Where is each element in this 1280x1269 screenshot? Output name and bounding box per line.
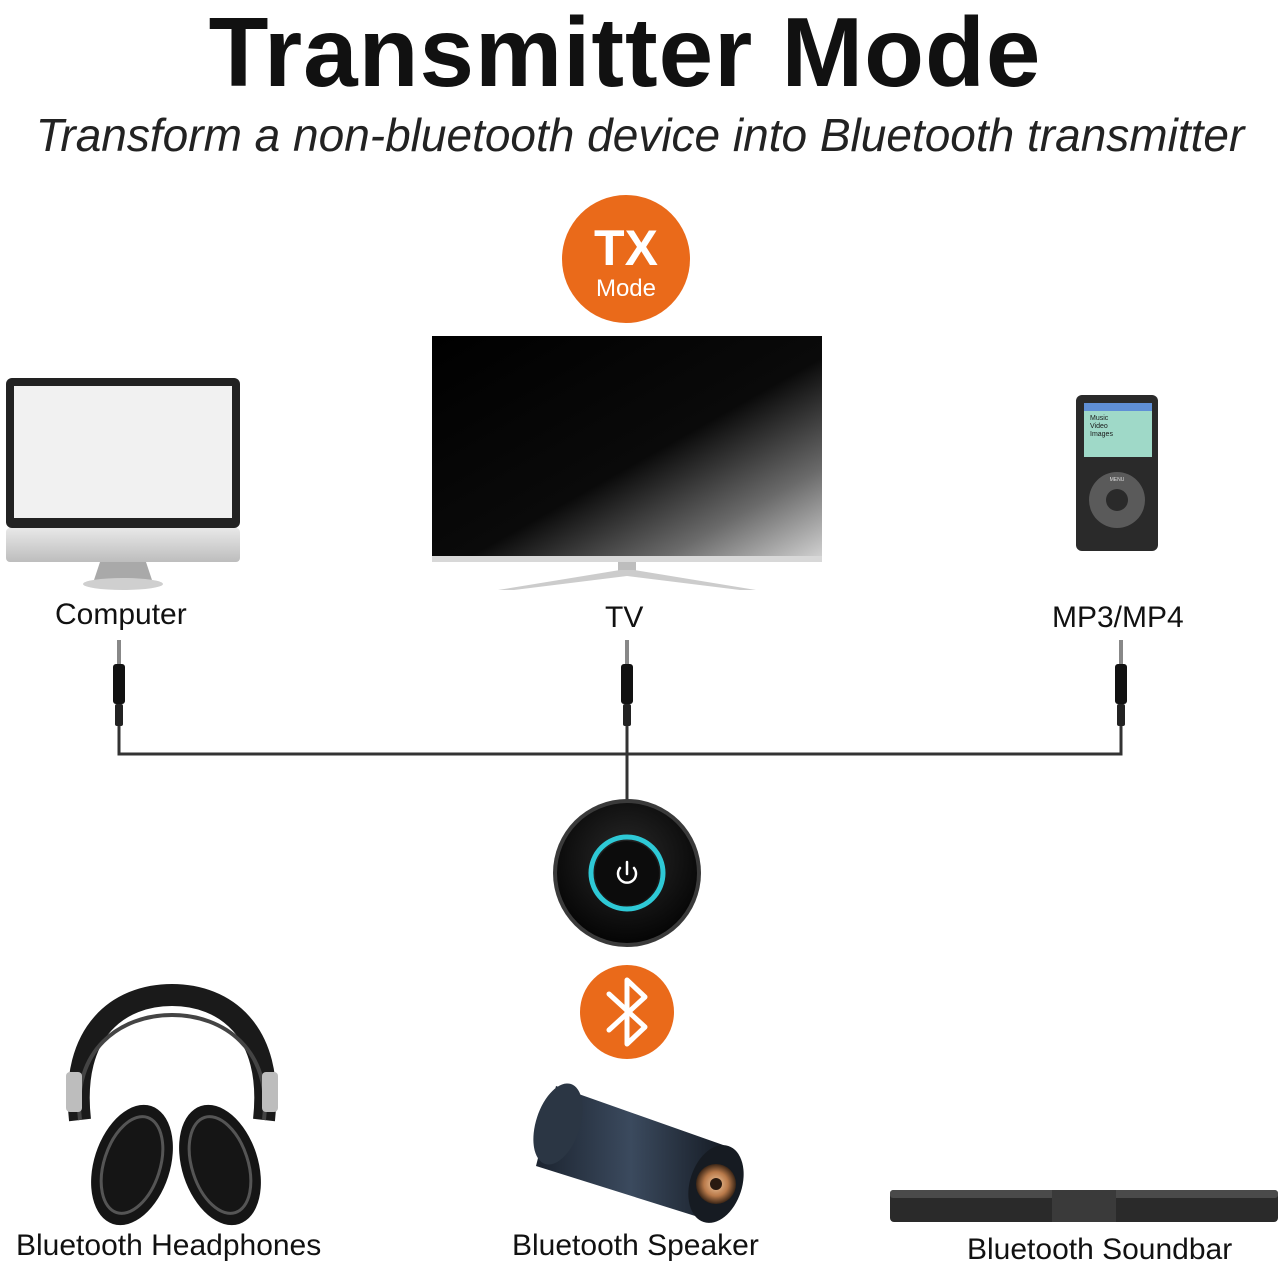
source-label-mp3: MP3/MP4 <box>1052 601 1184 634</box>
mp3-player-icon: Music Video Images MENU <box>1076 395 1158 551</box>
bluetooth-icon <box>606 977 648 1047</box>
audio-jack-tv <box>621 640 633 726</box>
computer-monitor-icon <box>6 378 240 590</box>
source-label-computer: Computer <box>55 598 187 631</box>
cable-network <box>117 700 1123 810</box>
mp3-screen-line2: Video <box>1090 423 1108 430</box>
tx-mode-badge: TX Mode <box>562 195 690 323</box>
target-label-headphones: Bluetooth Headphones <box>16 1229 322 1262</box>
tx-badge-line2: Mode <box>596 275 656 302</box>
mp3-wheel-label: MENU <box>1110 477 1125 483</box>
audio-jack-computer <box>113 640 125 726</box>
bluetooth-transmitter <box>553 799 701 947</box>
audio-jack-mp3 <box>1115 640 1127 726</box>
page-subtitle: Transform a non-bluetooth device into Bl… <box>35 109 1245 161</box>
tx-badge-line1: TX <box>594 220 658 276</box>
mp3-screen-line1: Music <box>1090 415 1109 422</box>
source-label-tv: TV <box>605 601 644 634</box>
tv-icon <box>432 336 822 590</box>
power-icon <box>616 860 638 884</box>
tx-badge-circle <box>562 195 690 323</box>
target-label-soundbar: Bluetooth Soundbar <box>967 1233 1233 1266</box>
speaker-icon <box>533 1083 744 1223</box>
mp3-screen-line3: Images <box>1090 431 1113 438</box>
target-label-speaker: Bluetooth Speaker <box>512 1229 759 1262</box>
headphones-icon <box>66 983 278 1226</box>
bluetooth-badge <box>580 965 674 1059</box>
soundbar-icon <box>890 1190 1278 1222</box>
page-title: Transmitter Mode <box>208 0 1042 107</box>
